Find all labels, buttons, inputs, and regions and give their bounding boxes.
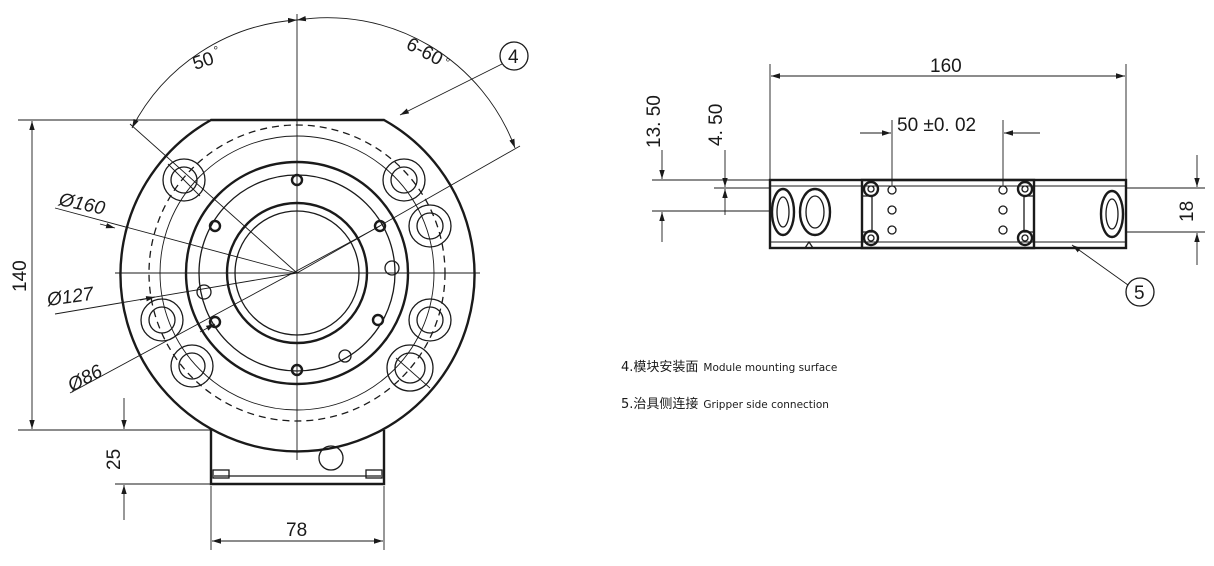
tab-notch-left — [212, 469, 230, 479]
outer-body-outline — [119, 118, 476, 453]
height-13-50-label: 13. 50 — [644, 95, 665, 148]
dia-127-leader — [54, 272, 298, 315]
dia-86-leader — [69, 225, 381, 394]
gripper-plate — [860, 178, 1036, 250]
note-5-zh: 5.治具侧连接 — [621, 397, 699, 412]
center-bore-inner — [234, 210, 360, 336]
width-78-label: 78 — [286, 520, 307, 541]
small-holes — [196, 173, 400, 377]
dia-127-label: Ø127 — [45, 283, 96, 311]
side-port-2 — [798, 187, 832, 237]
height-4-50-label: 4. 50 — [706, 104, 727, 146]
callout-5-leader — [1071, 244, 1129, 286]
note-4-en: Module mounting surface — [703, 362, 838, 374]
bottom-tab-outline — [209, 430, 386, 486]
front-view: 50° 6-60° Ø160 Ø127 Ø86 140 25 78 4 — [10, 14, 529, 550]
side-port-3 — [1099, 189, 1125, 239]
spacing-50-label: 50 ±0. 02 — [897, 115, 976, 136]
angle-6x60-label: 6-60° — [403, 34, 454, 74]
dia-86-label: Ø86 — [64, 361, 107, 397]
side-view: 160 50 ±0. 02 13. 50 4. 50 18 5 — [644, 56, 1205, 307]
height-140-label: 140 — [10, 260, 31, 292]
side-port-1 — [770, 187, 796, 237]
callout-5-circle — [1125, 277, 1155, 307]
flange-ring — [184, 160, 410, 386]
note-4-zh: 4.模块安装面 — [621, 360, 699, 375]
callout-4-label: 4 — [508, 47, 519, 68]
tab-notch-right — [365, 469, 383, 479]
callout-4-leader — [399, 63, 503, 116]
angle-arc-60 — [296, 15, 516, 149]
dia-160-label: Ø160 — [56, 189, 107, 220]
callout-4-circle — [499, 41, 529, 71]
height-25-label: 25 — [104, 449, 125, 470]
counterbore-holes — [140, 158, 452, 392]
angle-arc-50 — [131, 17, 298, 129]
width-160-label: 160 — [930, 56, 962, 77]
tab-hole — [318, 445, 344, 471]
plate-bolts — [862, 180, 1034, 247]
center-bore-outer — [225, 201, 369, 345]
callout-5-label: 5 — [1134, 283, 1145, 304]
dia-160-leader — [54, 207, 298, 274]
note-5-en: Gripper side connection — [703, 399, 829, 411]
height-18-label: 18 — [1177, 201, 1198, 222]
note-gripper-side: 5.治具侧连接 Gripper side connection — [621, 393, 829, 412]
note-module-mounting: 4.模块安装面 Module mounting surface — [621, 356, 837, 375]
